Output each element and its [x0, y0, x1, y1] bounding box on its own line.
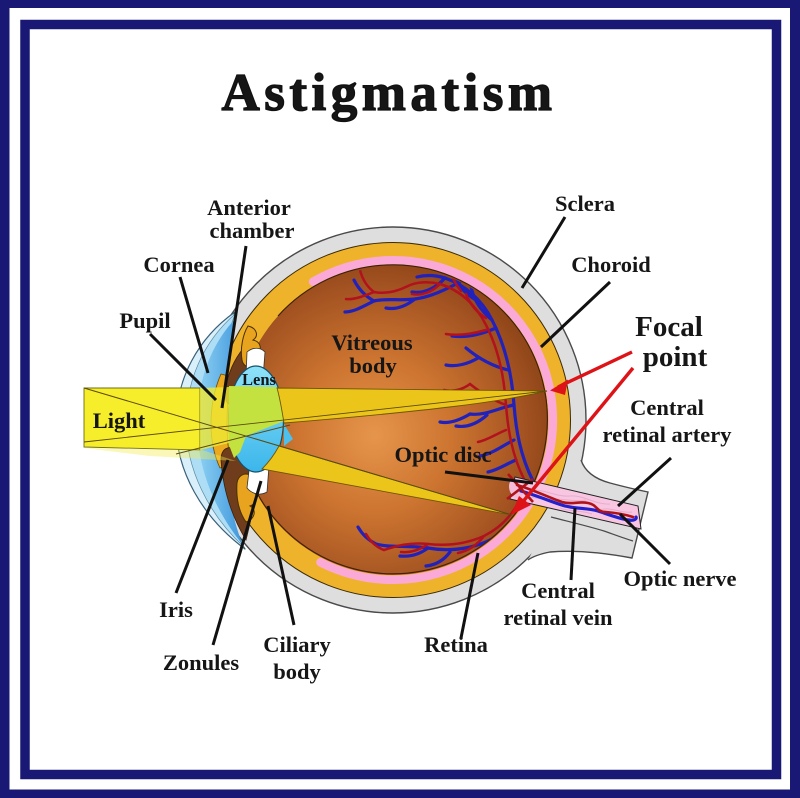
svg-text:Vitreous: Vitreous — [331, 330, 412, 355]
svg-text:body: body — [349, 353, 397, 378]
svg-text:Cornea: Cornea — [143, 252, 214, 277]
svg-text:Pupil: Pupil — [119, 308, 170, 333]
svg-text:Light: Light — [93, 408, 146, 433]
svg-text:Retina: Retina — [424, 632, 488, 657]
svg-text:Ciliary: Ciliary — [263, 632, 331, 657]
svg-text:Lens: Lens — [242, 370, 277, 389]
svg-text:retinal vein: retinal vein — [504, 605, 613, 630]
svg-text:Sclera: Sclera — [555, 191, 615, 216]
svg-text:Choroid: Choroid — [571, 252, 651, 277]
svg-text:point: point — [643, 341, 708, 373]
svg-text:Central: Central — [521, 578, 595, 603]
svg-text:Anterior: Anterior — [207, 195, 291, 220]
svg-text:Optic nerve: Optic nerve — [623, 566, 736, 591]
svg-text:retinal artery: retinal artery — [603, 422, 733, 447]
svg-text:chamber: chamber — [210, 218, 295, 243]
svg-text:Central: Central — [630, 395, 704, 420]
svg-text:Zonules: Zonules — [163, 650, 240, 675]
svg-text:Iris: Iris — [159, 597, 193, 622]
svg-text:Focal: Focal — [635, 311, 703, 343]
svg-text:body: body — [273, 659, 321, 684]
svg-text:Optic disc: Optic disc — [395, 442, 492, 467]
svg-text:Astigmatism: Astigmatism — [221, 64, 556, 122]
